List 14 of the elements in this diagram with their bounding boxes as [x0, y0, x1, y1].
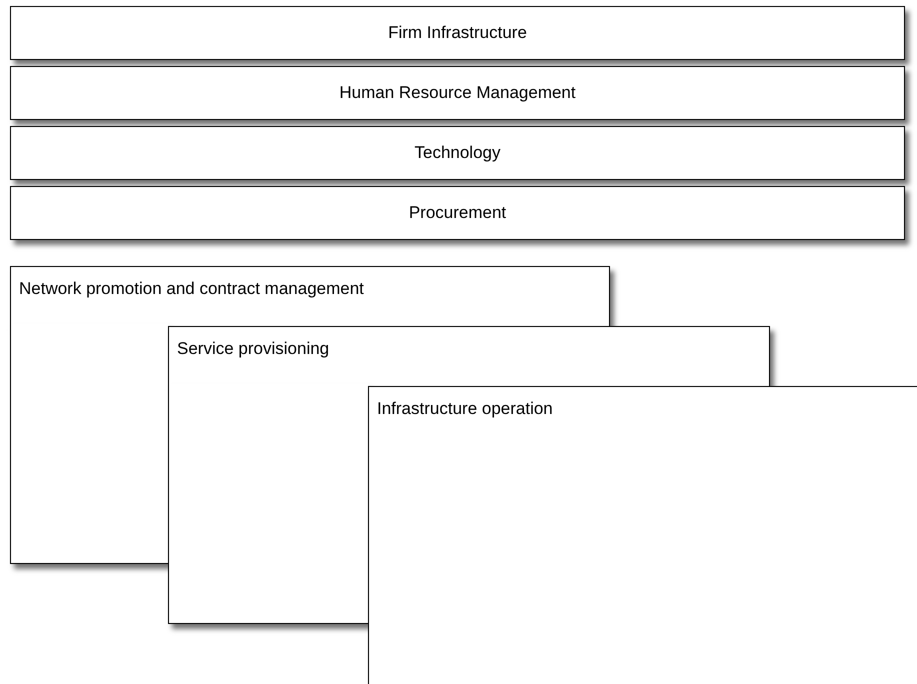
- activity-box: [10, 266, 610, 326]
- box-title: Infrastructure operation: [377, 399, 553, 419]
- layer-band: [10, 66, 905, 120]
- band-label: Procurement: [408, 203, 508, 223]
- layer-band: [10, 186, 905, 240]
- activity-box: [368, 386, 917, 684]
- box-title: Network promotion and contract management: [19, 279, 364, 299]
- layer-band: [10, 126, 905, 180]
- band-label: Human Resource Management: [338, 83, 577, 103]
- box-title: Service provisioning: [177, 339, 330, 359]
- activity-box: [168, 326, 770, 386]
- band-label: Technology: [413, 143, 502, 163]
- layer-band: [10, 6, 905, 60]
- band-label: Firm Infrastructure: [387, 23, 528, 43]
